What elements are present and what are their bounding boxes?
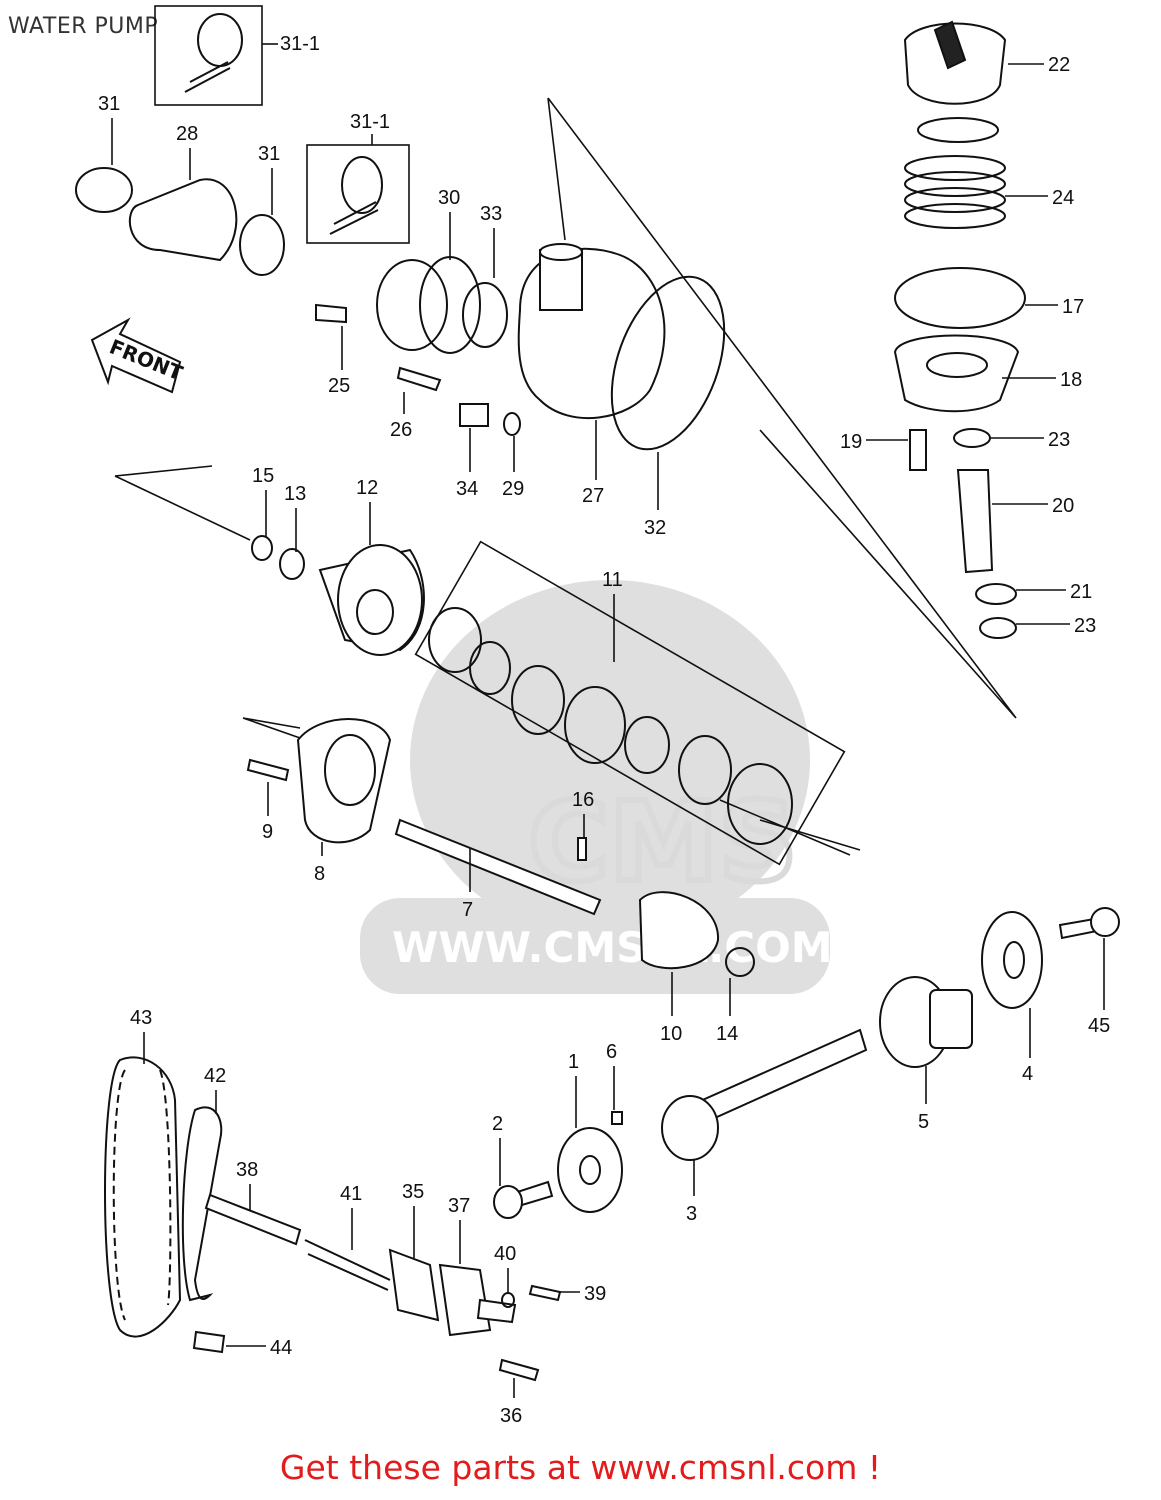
callout: 38 — [236, 1159, 258, 1181]
callout: 1 — [568, 1051, 579, 1073]
callout: 45 — [1088, 1015, 1110, 1037]
callout: 14 — [716, 1023, 738, 1045]
callout: 33 — [480, 203, 502, 225]
callout: 31-1 — [280, 33, 320, 55]
callout: 8 — [314, 863, 325, 885]
callout: 39 — [584, 1283, 606, 1305]
hose-clamp-top-inset — [184, 13, 243, 93]
callout: 44 — [270, 1337, 292, 1359]
inset-box-31-1 — [306, 144, 410, 244]
callout: 23 — [1048, 429, 1070, 451]
callout: 2 — [492, 1113, 503, 1135]
callout: 15 — [252, 465, 274, 487]
diagram-title: WATER PUMP — [8, 14, 159, 39]
callout: 35 — [402, 1181, 424, 1203]
callout: 26 — [390, 419, 412, 441]
callout: 31 — [258, 143, 280, 165]
callout: 19 — [840, 431, 862, 453]
thermostat-stack — [893, 20, 1026, 639]
callout: 30 — [438, 187, 460, 209]
callout: 28 — [176, 123, 198, 145]
callout: 34 — [456, 478, 478, 500]
callout: 4 — [1022, 1063, 1033, 1085]
callout: 21 — [1070, 581, 1092, 603]
guide-lines-left — [114, 465, 861, 856]
watermark: WWW.CMSNL.COM CMS — [360, 580, 833, 994]
order-parts-link[interactable]: Get these parts at www.cmsnl.com ! — [279, 1448, 882, 1487]
callout: 32 — [644, 517, 666, 539]
callout: 22 — [1048, 54, 1070, 76]
callout: 20 — [1052, 495, 1074, 517]
callout: 12 — [356, 477, 378, 499]
callout: 11 — [602, 569, 623, 591]
chain-tensioner — [181, 1106, 562, 1382]
callout: 31 — [98, 93, 120, 115]
callout: 31-1 — [350, 111, 390, 133]
callout: 7 — [462, 899, 473, 921]
callout: 13 — [284, 483, 306, 505]
callout: 43 — [130, 1007, 152, 1029]
callout: 24 — [1052, 187, 1074, 209]
callout: 18 — [1060, 369, 1082, 391]
seal-kit-box — [414, 540, 846, 866]
callout: 6 — [606, 1041, 617, 1063]
pump-housing — [315, 243, 726, 451]
callout: 37 — [448, 1195, 470, 1217]
callout: 25 — [328, 375, 350, 397]
callout: 17 — [1062, 296, 1084, 318]
callout: 10 — [660, 1023, 682, 1045]
exploded-parts-diagram: WWW.CMSNL.COM CMS FRONT — [75, 5, 1120, 1427]
coolant-hose — [75, 167, 285, 276]
callout: 3 — [686, 1203, 697, 1225]
callout: 5 — [918, 1111, 929, 1133]
callout: 29 — [502, 478, 524, 500]
callout: 16 — [572, 789, 594, 811]
inset-box-31-1-top — [154, 5, 263, 106]
pump-shaft — [246, 718, 755, 977]
cam-chain — [104, 1056, 182, 1338]
hose-clamp-inset — [329, 156, 383, 235]
gear-train — [493, 907, 1120, 1219]
callout: 41 — [340, 1183, 362, 1205]
callout: 9 — [262, 821, 273, 843]
callout: 23 — [1074, 615, 1096, 637]
callout: 42 — [204, 1065, 226, 1087]
callout: 40 — [494, 1243, 516, 1265]
callout: 27 — [582, 485, 604, 507]
part-callouts: 31-1 31 28 31 31-1 30 33 25 26 34 29 27 … — [98, 33, 1110, 1427]
guide-triangle — [547, 97, 1017, 719]
callout: 36 — [500, 1405, 522, 1427]
impeller-assembly — [251, 535, 425, 656]
watermark-url: WWW.CMSNL.COM — [392, 923, 833, 972]
front-arrow-icon: FRONT — [90, 317, 186, 394]
mechanical-seal-set — [428, 607, 793, 845]
